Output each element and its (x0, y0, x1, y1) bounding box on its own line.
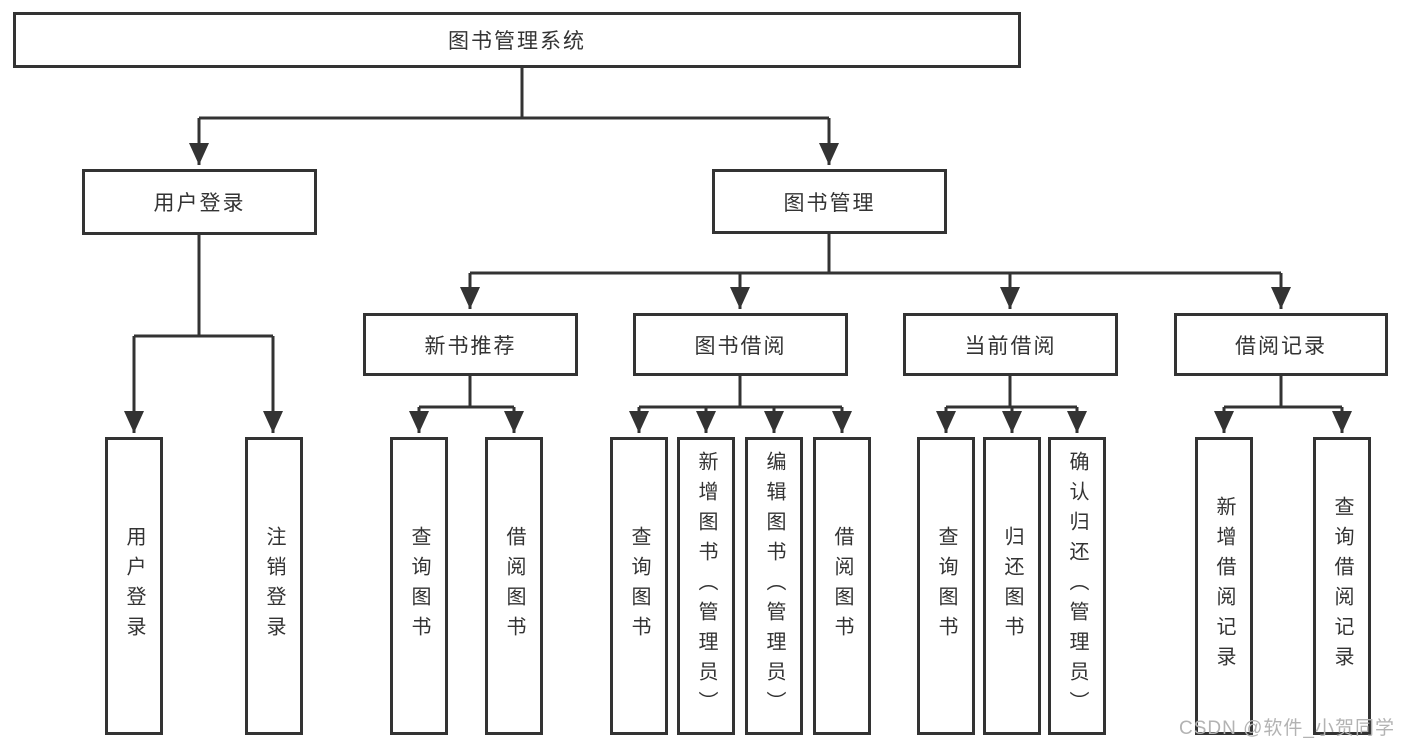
leaf-cb-return-book: 归还图书 (983, 437, 1041, 735)
leaf-bb-add-book: 新增图书（管理员） (677, 437, 735, 735)
node-book-mgmt: 图书管理 (712, 169, 947, 234)
node-book-borrow: 图书借阅 (633, 313, 848, 376)
node-new-book-recommend: 新书推荐 (363, 313, 578, 376)
leaf-logout: 注销登录 (245, 437, 303, 735)
csdn-watermark: CSDN @软件_小贺同学 (1179, 718, 1395, 739)
leaf-user-login: 用户登录 (105, 437, 163, 735)
leaf-rec-query-book: 查询图书 (390, 437, 448, 735)
leaf-br-add-record: 新增借阅记录 (1195, 437, 1253, 735)
leaf-cb-confirm-return: 确认归还（管理员） (1048, 437, 1106, 735)
leaf-cb-query-book: 查询图书 (917, 437, 975, 735)
node-user-login: 用户登录 (82, 169, 317, 235)
leaf-br-query-record: 查询借阅记录 (1313, 437, 1371, 735)
node-borrow-records: 借阅记录 (1174, 313, 1388, 376)
leaf-rec-borrow-book: 借阅图书 (485, 437, 543, 735)
leaf-bb-query-book: 查询图书 (610, 437, 668, 735)
connector-skeleton (134, 67, 1342, 409)
leaf-bb-borrow-book: 借阅图书 (813, 437, 871, 735)
leaf-bb-edit-book: 编辑图书（管理员） (745, 437, 803, 735)
node-root: 图书管理系统 (13, 12, 1021, 68)
node-current-borrow: 当前借阅 (903, 313, 1118, 376)
